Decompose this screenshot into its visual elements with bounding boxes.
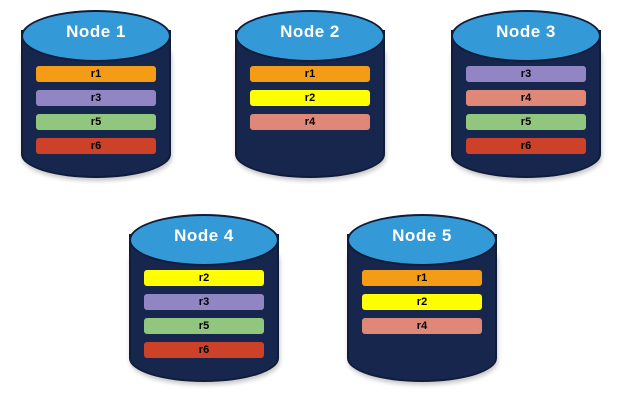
database-node-5[interactable]: Node 5 r1 r2 r4 — [344, 212, 500, 390]
cylinder-top-ellipse — [235, 10, 385, 62]
database-node-1[interactable]: Node 1 r1 r3 r5 r6 — [18, 8, 174, 186]
cylinder-top-ellipse — [451, 10, 601, 62]
cylinder-top-ellipse — [347, 214, 497, 266]
database-node-3[interactable]: Node 3 r3 r4 r5 r6 — [448, 8, 604, 186]
node-label: Node 2 — [280, 22, 340, 41]
replica-bar-r2[interactable]: r2 — [362, 294, 482, 310]
replica-bar-r2[interactable]: r2 — [144, 270, 264, 286]
node-label: Node 5 — [392, 226, 452, 245]
replica-stack: r1 r2 r4 — [347, 270, 497, 334]
node-label: Node 4 — [174, 226, 234, 245]
replica-bar-r1[interactable]: r1 — [36, 66, 156, 82]
replica-bar-r4[interactable]: r4 — [466, 90, 586, 106]
replica-bar-r3[interactable]: r3 — [466, 66, 586, 82]
replica-bar-r6[interactable]: r6 — [144, 342, 264, 358]
replica-bar-r1[interactable]: r1 — [250, 66, 370, 82]
replica-bar-r4[interactable]: r4 — [362, 318, 482, 334]
replica-stack: r2 r3 r5 r6 — [129, 270, 279, 358]
replica-bar-r5[interactable]: r5 — [144, 318, 264, 334]
replica-bar-r6[interactable]: r6 — [466, 138, 586, 154]
cylinder-top-ellipse — [129, 214, 279, 266]
database-node-4[interactable]: Node 4 r2 r3 r5 r6 — [126, 212, 282, 390]
replica-bar-r5[interactable]: r5 — [466, 114, 586, 130]
replica-stack: r3 r4 r5 r6 — [451, 66, 601, 154]
replica-bar-r5[interactable]: r5 — [36, 114, 156, 130]
replica-stack: r1 r3 r5 r6 — [21, 66, 171, 154]
node-label: Node 1 — [66, 22, 126, 41]
database-node-2[interactable]: Node 2 r1 r2 r4 — [232, 8, 388, 186]
node-label: Node 3 — [496, 22, 556, 41]
replica-bar-r6[interactable]: r6 — [36, 138, 156, 154]
replica-bar-r3[interactable]: r3 — [36, 90, 156, 106]
replica-bar-r4[interactable]: r4 — [250, 114, 370, 130]
replica-stack: r1 r2 r4 — [235, 66, 385, 130]
cylinder-top-ellipse — [21, 10, 171, 62]
replica-bar-r3[interactable]: r3 — [144, 294, 264, 310]
replica-bar-r2[interactable]: r2 — [250, 90, 370, 106]
replica-bar-r1[interactable]: r1 — [362, 270, 482, 286]
